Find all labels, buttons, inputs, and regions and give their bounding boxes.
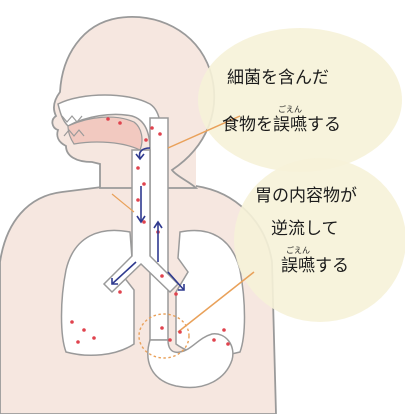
callout-2-line-1: 胃の内容物が xyxy=(255,188,357,205)
bacteria-dot xyxy=(212,338,216,342)
bacteria-dot xyxy=(82,328,86,332)
bacteria-dot xyxy=(142,182,146,186)
upper-bubble xyxy=(198,28,402,172)
callout-1-line-1: 細菌を含んだ xyxy=(227,70,329,87)
callout-1-kanji: 誤嚥 xyxy=(273,115,307,135)
bacteria-dot xyxy=(76,340,80,344)
bacteria-dot xyxy=(158,132,162,136)
callout-2-text-post: する xyxy=(315,256,349,276)
bacteria-dot xyxy=(222,328,226,332)
callout-2-kanji: 誤嚥 xyxy=(281,256,315,276)
bacteria-dot xyxy=(160,274,164,278)
callout-2-line-2: 逆流して xyxy=(271,221,339,238)
callout-1-line-2: 食物をごえん誤嚥する xyxy=(222,117,341,134)
bacteria-dot xyxy=(174,292,178,296)
callout-2-furigana: ごえん xyxy=(286,247,310,255)
callout-2-line-3: ごえん誤嚥する xyxy=(281,258,349,275)
bacteria-dot xyxy=(118,121,122,125)
lower-bubble xyxy=(234,158,405,322)
bacteria-dot xyxy=(144,138,148,142)
bacteria-dot xyxy=(178,330,182,334)
bacteria-dot xyxy=(160,326,164,330)
bacteria-dot xyxy=(70,320,74,324)
bacteria-dot xyxy=(226,342,230,346)
callout-1-text-pre: 食物を xyxy=(222,115,273,135)
pharynx-esophagus xyxy=(150,118,168,340)
bacteria-dot xyxy=(168,338,172,342)
callout-2-ruby-word: ごえん誤嚥 xyxy=(281,258,315,275)
callout-1-ruby-word: ごえん誤嚥 xyxy=(273,117,307,134)
bacteria-dot xyxy=(136,166,140,170)
bacteria-dot xyxy=(118,290,122,294)
callout-1-text-post: する xyxy=(307,115,341,135)
bacteria-dot xyxy=(106,117,110,121)
bacteria-dot xyxy=(136,198,140,202)
bacteria-dot xyxy=(150,126,154,130)
bacteria-dot xyxy=(92,336,96,340)
callout-1-furigana: ごえん xyxy=(278,106,302,114)
